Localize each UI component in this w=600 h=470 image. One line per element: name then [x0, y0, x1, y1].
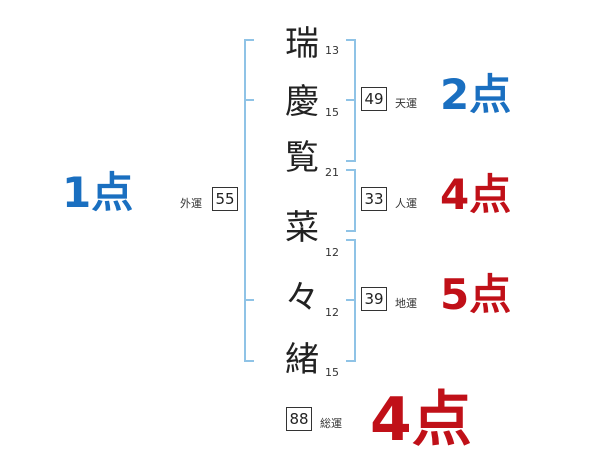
- jinun-score: 4点: [440, 170, 512, 219]
- jinun-value: 33: [361, 187, 387, 211]
- gaiun-score: 1点: [62, 168, 134, 217]
- tenun-score: 2点: [440, 70, 512, 119]
- stroke-count: 15: [325, 366, 339, 379]
- chiun-bracket-tick: [346, 299, 354, 301]
- tenun-bracket-tick: [346, 99, 354, 101]
- name-char: 緒: [285, 340, 319, 380]
- souun-label: 総運: [320, 417, 342, 430]
- name-char: 菜: [285, 208, 319, 248]
- tenun-bracket: [346, 39, 356, 162]
- name-char: 慶: [285, 82, 319, 122]
- jinun-label: 人運: [395, 197, 417, 210]
- outer-bracket-tick: [246, 99, 254, 101]
- jinun-bracket: [346, 169, 356, 232]
- stroke-count: 21: [325, 166, 339, 179]
- stroke-count: 15: [325, 106, 339, 119]
- outer-bracket: [244, 39, 254, 362]
- tenun-label: 天運: [395, 97, 417, 110]
- tenun-value: 49: [361, 87, 387, 111]
- outer-bracket-tick: [246, 299, 254, 301]
- chiun-label: 地運: [395, 297, 417, 310]
- name-char: 々: [285, 278, 319, 318]
- name-char: 覧: [285, 138, 319, 178]
- chiun-value: 39: [361, 287, 387, 311]
- chiun-score: 5点: [440, 270, 512, 319]
- name-char: 瑞: [285, 24, 319, 64]
- souun-value: 88: [286, 407, 312, 431]
- chiun-bracket: [346, 239, 356, 362]
- gaiun-value: 55: [212, 187, 238, 211]
- stroke-count: 12: [325, 246, 339, 259]
- stroke-count: 13: [325, 44, 339, 57]
- souun-score: 4点: [370, 385, 472, 455]
- stroke-count: 12: [325, 306, 339, 319]
- gaiun-label: 外運: [180, 197, 202, 210]
